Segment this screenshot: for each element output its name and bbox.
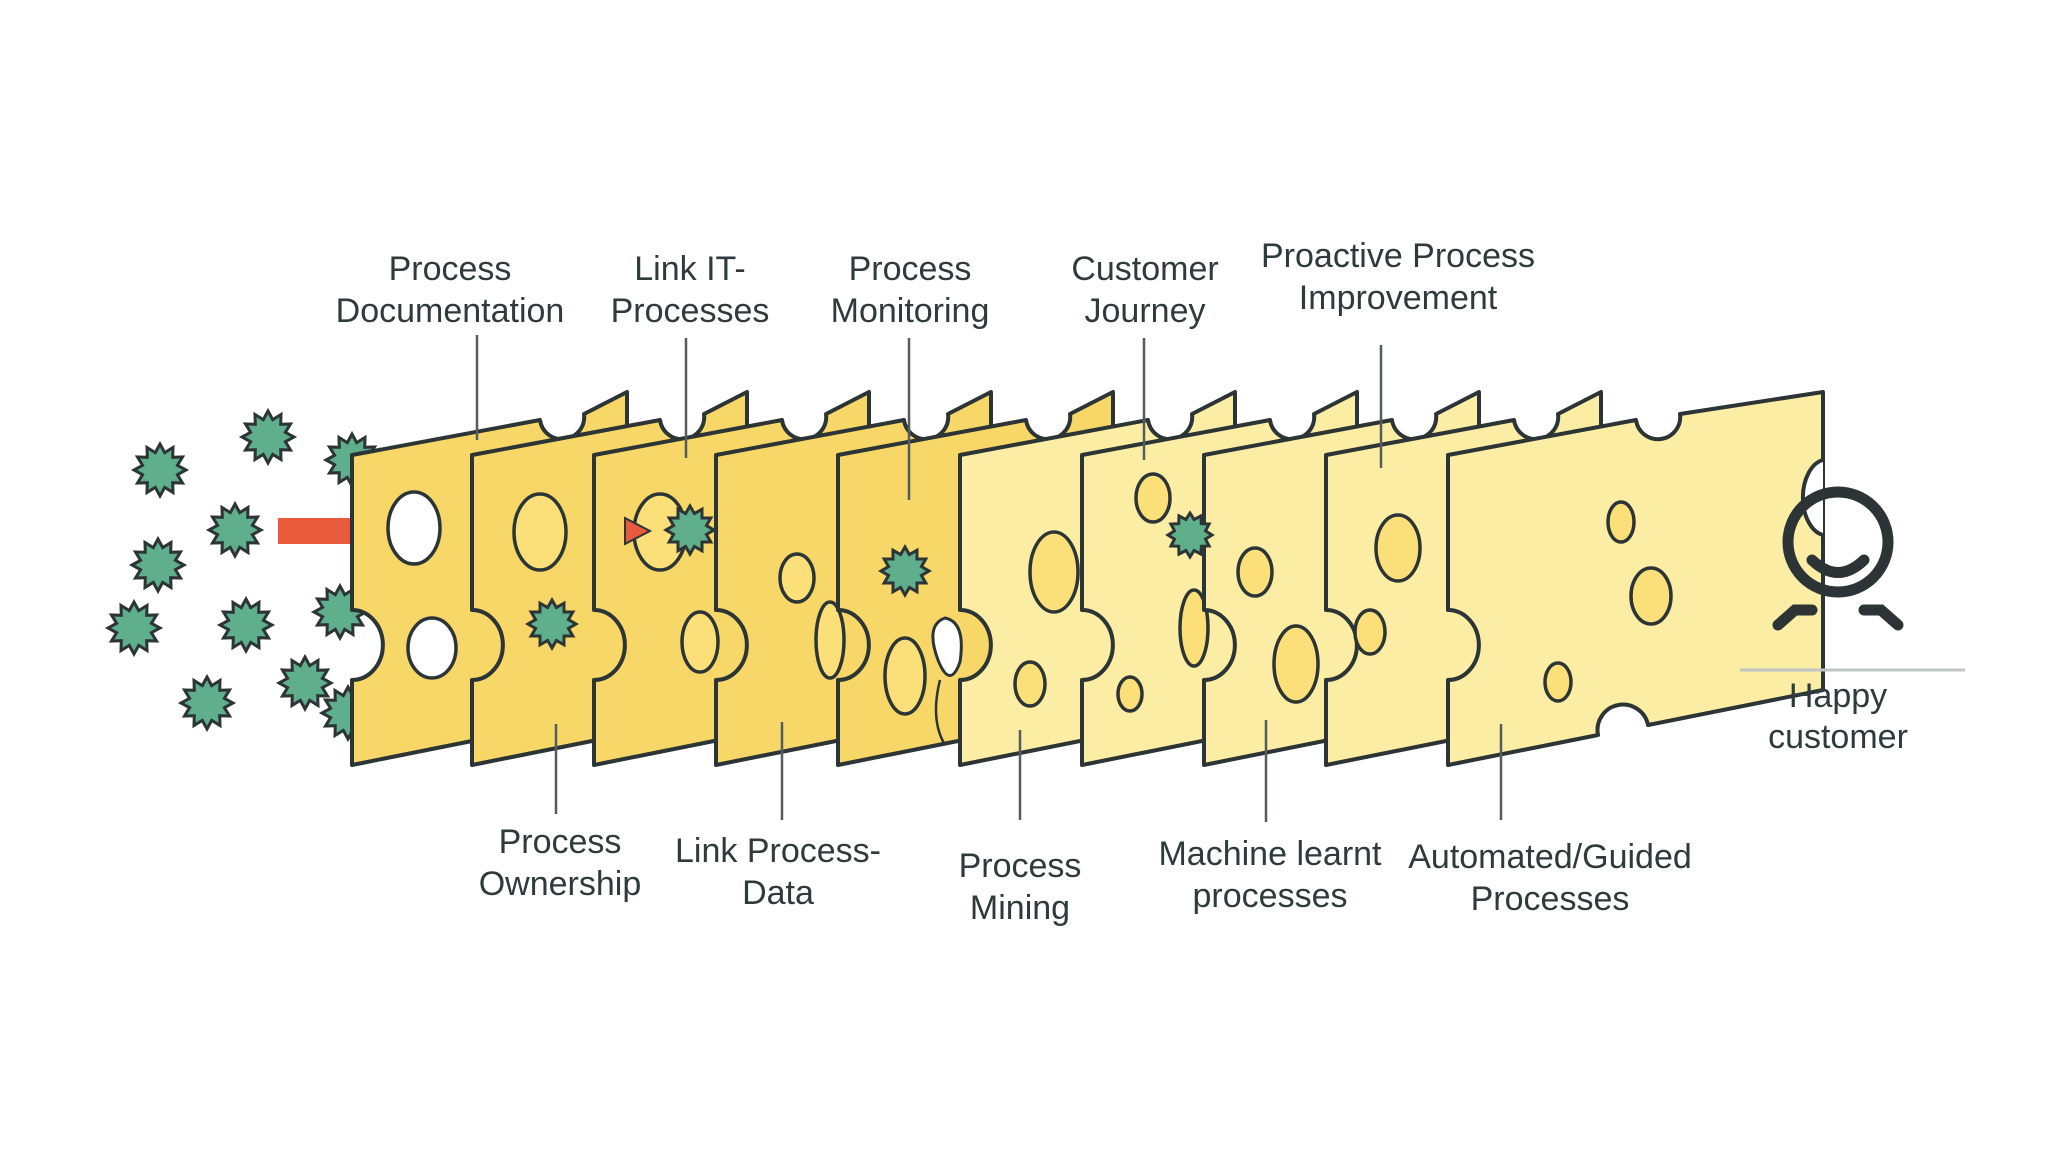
customer-label-2: customer xyxy=(1768,718,1908,756)
label-process-documentation-2: Documentation xyxy=(336,292,565,330)
cheese-slices xyxy=(350,390,1825,767)
cheese-hole xyxy=(1013,660,1047,708)
label-process-documentation-1: Process xyxy=(389,250,512,288)
leader-lines xyxy=(475,335,1503,822)
label-process-ownership-2: Ownership xyxy=(479,865,642,903)
cheese-hole xyxy=(778,552,816,604)
cheese-hole xyxy=(680,610,720,674)
virus-icon xyxy=(128,535,188,595)
virus-icon xyxy=(1165,510,1215,560)
cheese-hole xyxy=(1374,513,1422,583)
label-proactive-process-improvement-2: Improvement xyxy=(1299,279,1498,317)
cheese-hole xyxy=(1236,546,1274,598)
label-process-mining-2: Mining xyxy=(970,889,1070,927)
virus-icon xyxy=(663,503,717,557)
cheese-hole xyxy=(1543,661,1573,703)
virus-icon xyxy=(104,598,164,658)
label-automated-guided-processes-1: Automated/Guided xyxy=(1408,838,1692,876)
cheese-hole xyxy=(1606,500,1636,544)
label-customer-journey-1: Customer xyxy=(1071,250,1218,288)
cheese-hole xyxy=(1028,530,1080,614)
label-proactive-process-improvement-1: Proactive Process xyxy=(1261,237,1535,275)
label-process-monitoring-2: Monitoring xyxy=(831,292,990,330)
label-process-ownership-1: Process xyxy=(499,823,622,861)
label-link-it-processes-1: Link IT- xyxy=(634,250,745,288)
virus-icon xyxy=(177,673,237,733)
cheese-hole xyxy=(814,600,846,680)
virus-icon xyxy=(205,500,265,560)
virus-icon xyxy=(878,544,932,598)
smiley-face-icon xyxy=(1772,486,1904,631)
cheese-hole xyxy=(883,636,927,716)
cheese-hole xyxy=(1178,588,1210,668)
cheese-hole xyxy=(1353,608,1387,656)
label-link-process-data-1: Link Process- xyxy=(675,832,881,870)
label-link-process-data-2: Data xyxy=(742,874,814,912)
cheese-hole xyxy=(512,492,568,572)
virus-icon xyxy=(525,597,579,651)
cheese-hole xyxy=(1272,624,1320,704)
mouse-icon xyxy=(931,616,963,677)
mouse-tail xyxy=(934,679,947,746)
label-machine-learnt-processes-2: processes xyxy=(1193,877,1348,915)
virus-icon xyxy=(216,595,276,655)
label-process-monitoring-1: Process xyxy=(849,250,972,288)
cheese-hole xyxy=(406,616,458,680)
virus-icon xyxy=(130,440,190,500)
label-machine-learnt-processes-1: Machine learnt xyxy=(1158,835,1382,873)
label-automated-guided-processes-2: Processes xyxy=(1471,880,1630,918)
virus-icon xyxy=(238,407,298,467)
threat-arrow-head xyxy=(624,516,653,546)
cheese-hole xyxy=(1134,472,1172,524)
label-process-mining-1: Process xyxy=(959,847,1082,885)
label-link-it-processes-2: Processes xyxy=(611,292,770,330)
label-customer-journey-2: Journey xyxy=(1085,292,1206,330)
cheese-hole xyxy=(386,490,442,566)
customer-label-1: Happy xyxy=(1789,677,1887,715)
virus-cluster xyxy=(104,407,382,743)
cheese-hole xyxy=(1116,675,1144,713)
cheese-hole xyxy=(1629,566,1673,626)
virus-icon xyxy=(275,653,335,713)
